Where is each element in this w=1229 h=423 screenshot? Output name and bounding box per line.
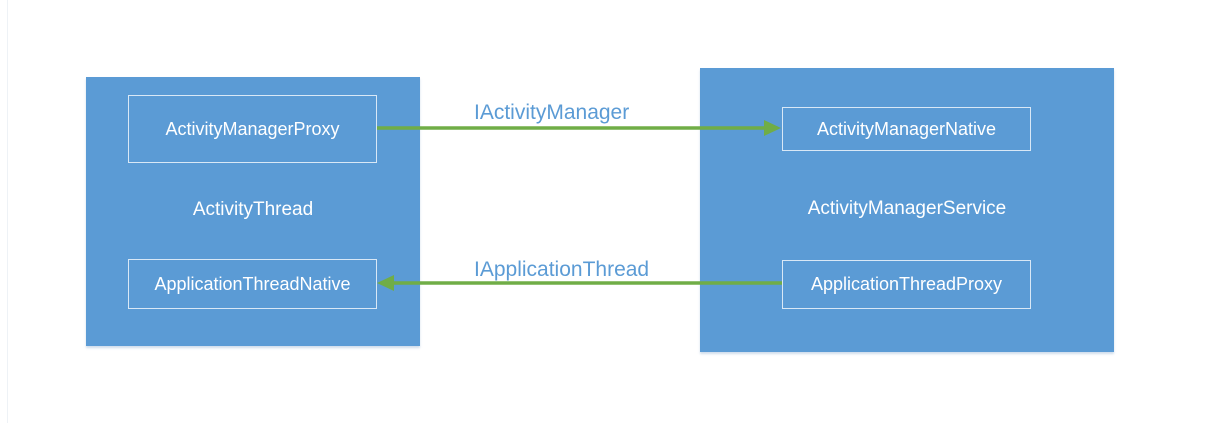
application-thread-proxy-box[interactable]: ApplicationThreadProxy [782,260,1031,309]
activity-manager-native-label: ActivityManagerNative [816,118,997,139]
activity-manager-service-box[interactable]: ActivityManagerNative ActivityManagerSer… [700,68,1114,352]
page-edge-line [7,0,8,423]
activity-manager-service-label: ActivityManagerService [807,198,1007,219]
activity-thread-box[interactable]: ActivityManagerProxy ActivityThread Appl… [86,77,420,346]
left-arrowhead-icon [377,275,394,291]
application-thread-proxy-label: ApplicationThreadProxy [810,274,1003,294]
iapplicationthread-label: IApplicationThread [474,258,650,281]
top-arrow [377,120,781,136]
application-thread-native-box[interactable]: ApplicationThreadNative [128,259,377,309]
bottom-arrow [377,275,782,291]
activity-thread-label: ActivityThread [192,199,314,220]
activity-manager-native-box[interactable]: ActivityManagerNative [782,107,1031,151]
activity-manager-proxy-label: ActivityManagerProxy [165,118,340,139]
application-thread-native-label: ApplicationThreadNative [154,273,351,294]
activity-manager-proxy-box[interactable]: ActivityManagerProxy [128,95,377,163]
iactivitymanager-label: IActivityManager [474,101,630,124]
right-arrowhead-icon [764,120,781,136]
